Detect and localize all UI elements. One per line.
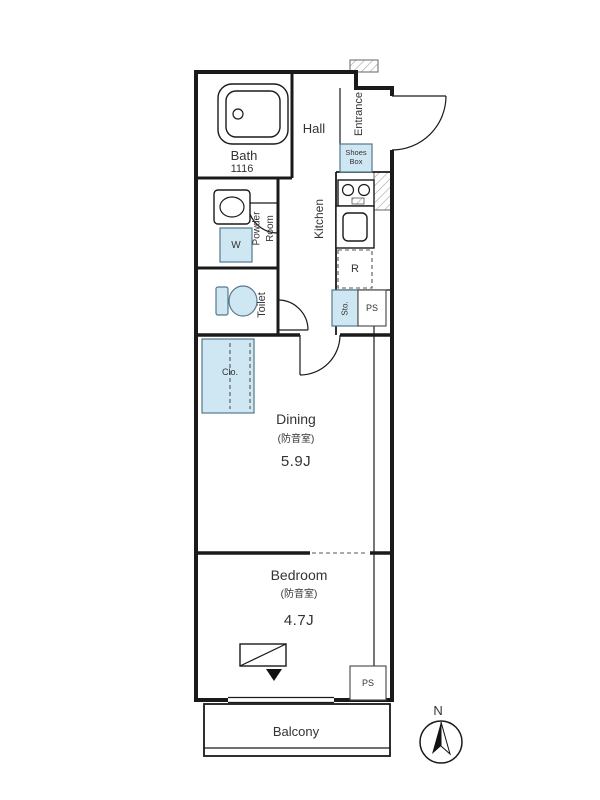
- bedroom-furniture-icon: [239, 643, 287, 667]
- shoes-box: [339, 143, 373, 173]
- vanity-sink-icon: [213, 189, 251, 225]
- bathtub-icon: [217, 83, 289, 145]
- bedroom-window: [228, 695, 334, 705]
- direction-marker-triangle: [266, 669, 282, 681]
- pipe-space-top-box: [357, 289, 387, 327]
- balcony-outline: [203, 703, 391, 757]
- stove-icon: [337, 179, 375, 207]
- kitchen-sink-icon: [335, 205, 375, 249]
- compass-icon: [419, 720, 463, 764]
- entrance-door-arc: [391, 95, 447, 151]
- toilet-door-arc: [277, 299, 309, 331]
- fixtures: [201, 83, 463, 764]
- dining-door-arc: [299, 334, 341, 376]
- washer-pan-icon: [219, 227, 253, 263]
- closet-area: [201, 338, 255, 414]
- toilet-icon: [215, 285, 258, 317]
- refrigerator-space: [337, 249, 373, 289]
- pipe-space-bottom-box: [349, 665, 387, 701]
